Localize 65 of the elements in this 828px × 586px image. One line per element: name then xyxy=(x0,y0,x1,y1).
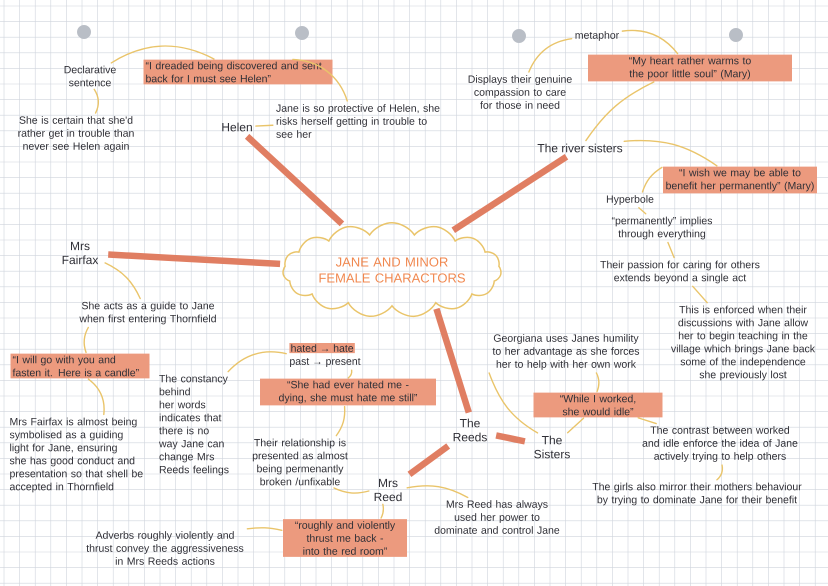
highlighted-quote: “roughly and violently thrust me back - into the red room” xyxy=(283,519,407,557)
technique-label: Hyperbole xyxy=(606,195,654,205)
note-text: She is certain that she'd rather get in trouble than never see Helen again xyxy=(18,116,134,152)
note-text: The contrast between worked and idle enforce the idea of Jane actively trying to help others xyxy=(642,426,798,462)
connector-line xyxy=(246,527,283,532)
topic-label: The Reeds xyxy=(454,418,487,442)
connector-line xyxy=(642,166,663,193)
topic-label: Helen xyxy=(222,122,252,132)
connector-line xyxy=(336,406,346,436)
note-text: hated → hate past → present xyxy=(289,343,360,367)
branch-bar xyxy=(495,432,526,445)
connector-line xyxy=(94,88,99,114)
highlighted-quote: “I wish we may be able to benefit her permanently” (Mary) xyxy=(663,166,817,194)
connector-line xyxy=(255,124,274,127)
connector-line xyxy=(596,372,600,392)
highlighted-quote: “I will go with you and fasten it. Here is a candle” xyxy=(10,354,150,378)
connector-line xyxy=(83,326,90,354)
highlighted-quote: “She had ever hated me - dying, she must hate me still” xyxy=(260,378,436,406)
note-text: Their relationship is presented as almost being permenantly broken /unfixable xyxy=(252,438,348,486)
note-text: Displays their genuine compassion to care for those in need xyxy=(468,75,572,109)
note-text: Mrs Reed has always used her power to dominate and control Jane xyxy=(434,500,560,534)
connector-line xyxy=(227,351,287,372)
branch-bar xyxy=(408,443,450,477)
connector-line xyxy=(566,418,584,434)
connector-line xyxy=(110,45,215,64)
connector-line xyxy=(380,504,384,519)
technique-label: Declarative sentence xyxy=(64,66,116,86)
connector-line xyxy=(585,81,654,142)
branch-bar xyxy=(108,251,280,268)
connector-line xyxy=(622,30,678,54)
highlighted-quote: “My heart rather warms to the poor little soul” (Mary) xyxy=(588,54,792,82)
connector-line xyxy=(528,38,572,73)
note-text: The constancy behind her words indicates that there is no way Jane can change Mrs Reeds feelings xyxy=(159,374,229,476)
branch-bar xyxy=(244,134,344,226)
connector-line xyxy=(292,58,348,102)
note-text: She acts as a guide to Jane when first entering Thornfield xyxy=(79,302,216,324)
topic-label: Mrs Reed xyxy=(374,478,402,502)
technique-label: metaphor xyxy=(576,31,619,41)
title-cloud: JANE AND MINOR FEMALE CHARACTORS xyxy=(282,222,502,318)
connector-line xyxy=(624,140,718,167)
note-text: Their passion for caring for others extends beyond a single act xyxy=(600,260,760,284)
note-text: Jane is so protective of Helen, she risks herself getting in trouble to see her xyxy=(276,104,440,138)
connector-line xyxy=(333,487,370,494)
connector-line xyxy=(348,369,352,378)
note-text: “permanently” implies through everything xyxy=(612,216,712,240)
connector-line xyxy=(638,207,646,214)
highlighted-quote: “While I worked, she would idle” xyxy=(534,392,662,418)
connector-line xyxy=(638,417,657,424)
branch-bar xyxy=(451,154,568,233)
connector-line xyxy=(88,378,105,416)
topic-label: The river sisters xyxy=(538,144,622,152)
note-text: Mrs Fairfax is almost being symbolised as a guiding light for Jane, ensuring she has good conduct and presentation so that shell be accepted in Thornfield xyxy=(10,418,143,492)
connector-line xyxy=(692,286,708,304)
connector-line xyxy=(716,464,724,480)
connector-line xyxy=(406,485,468,498)
note-text: The girls also mirror their mothers behaviour by trying to dominate Jane for their benefit xyxy=(592,482,802,506)
connector-line xyxy=(488,372,538,434)
connector-line xyxy=(104,262,141,300)
note-text: This is enforced when their discussions with Jane allow her to begin teaching in the village which brings Jane back some of the independence she previously lost xyxy=(670,306,816,380)
connector-line xyxy=(667,242,675,258)
topic-label: The Sisters xyxy=(534,436,570,458)
note-text: Georgiana uses Janes humility to her advantage as she forces her to help with her own work xyxy=(492,334,640,370)
note-text: Adverbs roughly violently and thrust convey the aggressiveness in Mrs Reeds actions xyxy=(86,531,244,565)
branch-bar xyxy=(433,308,472,414)
topic-label: Mrs Fairfax xyxy=(62,242,98,264)
